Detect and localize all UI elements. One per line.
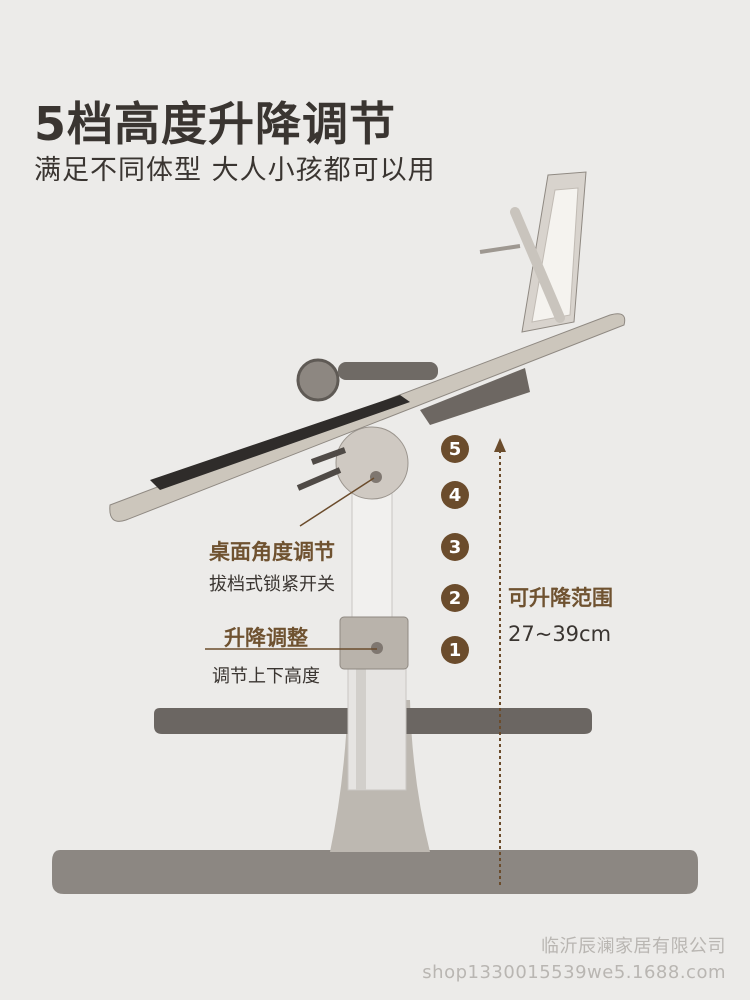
tabletop <box>109 313 626 522</box>
level-3-badge: 3 <box>441 533 469 561</box>
level-4-badge: 4 <box>441 481 469 509</box>
page-subtitle: 满足不同体型 大人小孩都可以用 <box>34 155 436 186</box>
page-title: 5档高度升降调节 <box>34 97 397 151</box>
height-range: 可升降范围 27~39cm <box>508 582 613 646</box>
angle-leader <box>299 477 375 527</box>
angle-callout-title: 桌面角度调节 <box>209 540 335 564</box>
level-5-badge: 5 <box>441 435 469 463</box>
base-foot <box>52 850 698 894</box>
level-1-badge: 1 <box>441 636 469 664</box>
company-watermark: 临沂辰澜家居有限公司 <box>541 936 726 957</box>
angle-callout-subtitle: 拔档式锁紧开关 <box>209 574 335 595</box>
lift-callout: 升降调整 调节上下高度 <box>196 622 336 688</box>
angle-callout: 桌面角度调节 拔档式锁紧开关 <box>182 536 362 596</box>
height-range-value: 27~39cm <box>508 622 612 646</box>
lift-callout-title: 升降调整 <box>224 626 308 650</box>
level-2-badge: 2 <box>441 584 469 612</box>
height-range-label: 可升降范围 <box>508 586 613 610</box>
headphones <box>296 358 340 402</box>
shop-watermark: shop1330015539we5.1688.com <box>422 962 726 983</box>
angle-hinge <box>335 426 409 500</box>
lift-callout-subtitle: 调节上下高度 <box>212 666 320 687</box>
